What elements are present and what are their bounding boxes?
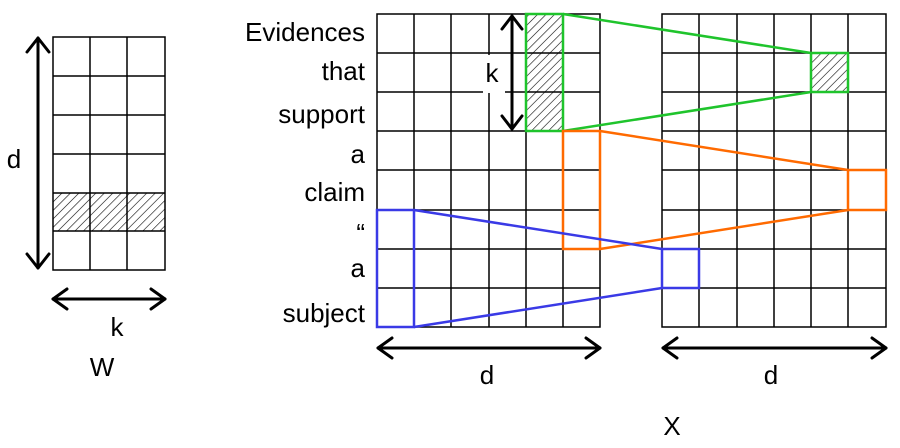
token-label: claim [304, 177, 365, 207]
token-label: a [351, 253, 366, 283]
input-matrix: k d [376, 13, 602, 390]
green-projection-top [562, 12, 812, 55]
filter-width-arrow [51, 287, 167, 311]
output-matrix: d [661, 13, 888, 390]
filter-width-label: k [111, 312, 125, 342]
blue-input-window [375, 208, 416, 329]
token-label: a [351, 139, 366, 169]
blue-projection-top [413, 208, 663, 251]
token-label: “ [356, 218, 365, 248]
window-label-backdrop [483, 55, 505, 93]
window-height-label: k [486, 58, 500, 88]
input-width-label: d [480, 360, 494, 390]
green-window-projection [524, 12, 850, 133]
token-labels: Evidences that support a claim “ a subje… [245, 17, 366, 328]
x-label: X [663, 411, 680, 441]
green-output-cell [809, 51, 850, 94]
filter-hatched-row [53, 193, 165, 231]
filter-grid [52, 36, 166, 271]
green-input-window [524, 12, 565, 133]
orange-window-projection [561, 129, 888, 251]
orange-projection-bottom [599, 208, 849, 251]
orange-output-cell [846, 168, 888, 212]
orange-input-window [561, 129, 602, 251]
orange-projection-top [599, 129, 849, 172]
token-label: subject [283, 298, 366, 328]
blue-output-cell [660, 247, 701, 290]
token-label: Evidences [245, 17, 365, 47]
output-hatched-cell [811, 53, 848, 92]
filter-height-label: d [7, 144, 21, 174]
filter-height-arrow [25, 36, 51, 270]
output-width-label: d [764, 360, 778, 390]
window-height-arrow [500, 14, 524, 131]
green-projection-bottom [562, 90, 812, 133]
blue-projection-bottom [413, 286, 663, 329]
output-width-arrow [661, 336, 888, 360]
filter-name-label: W [90, 352, 115, 382]
token-label: support [278, 99, 365, 129]
blue-window-projection [375, 208, 701, 329]
token-label: that [322, 56, 366, 86]
input-width-arrow [376, 336, 602, 360]
filter-matrix-w: d k W [7, 36, 167, 382]
input-hatched-column [526, 14, 563, 131]
